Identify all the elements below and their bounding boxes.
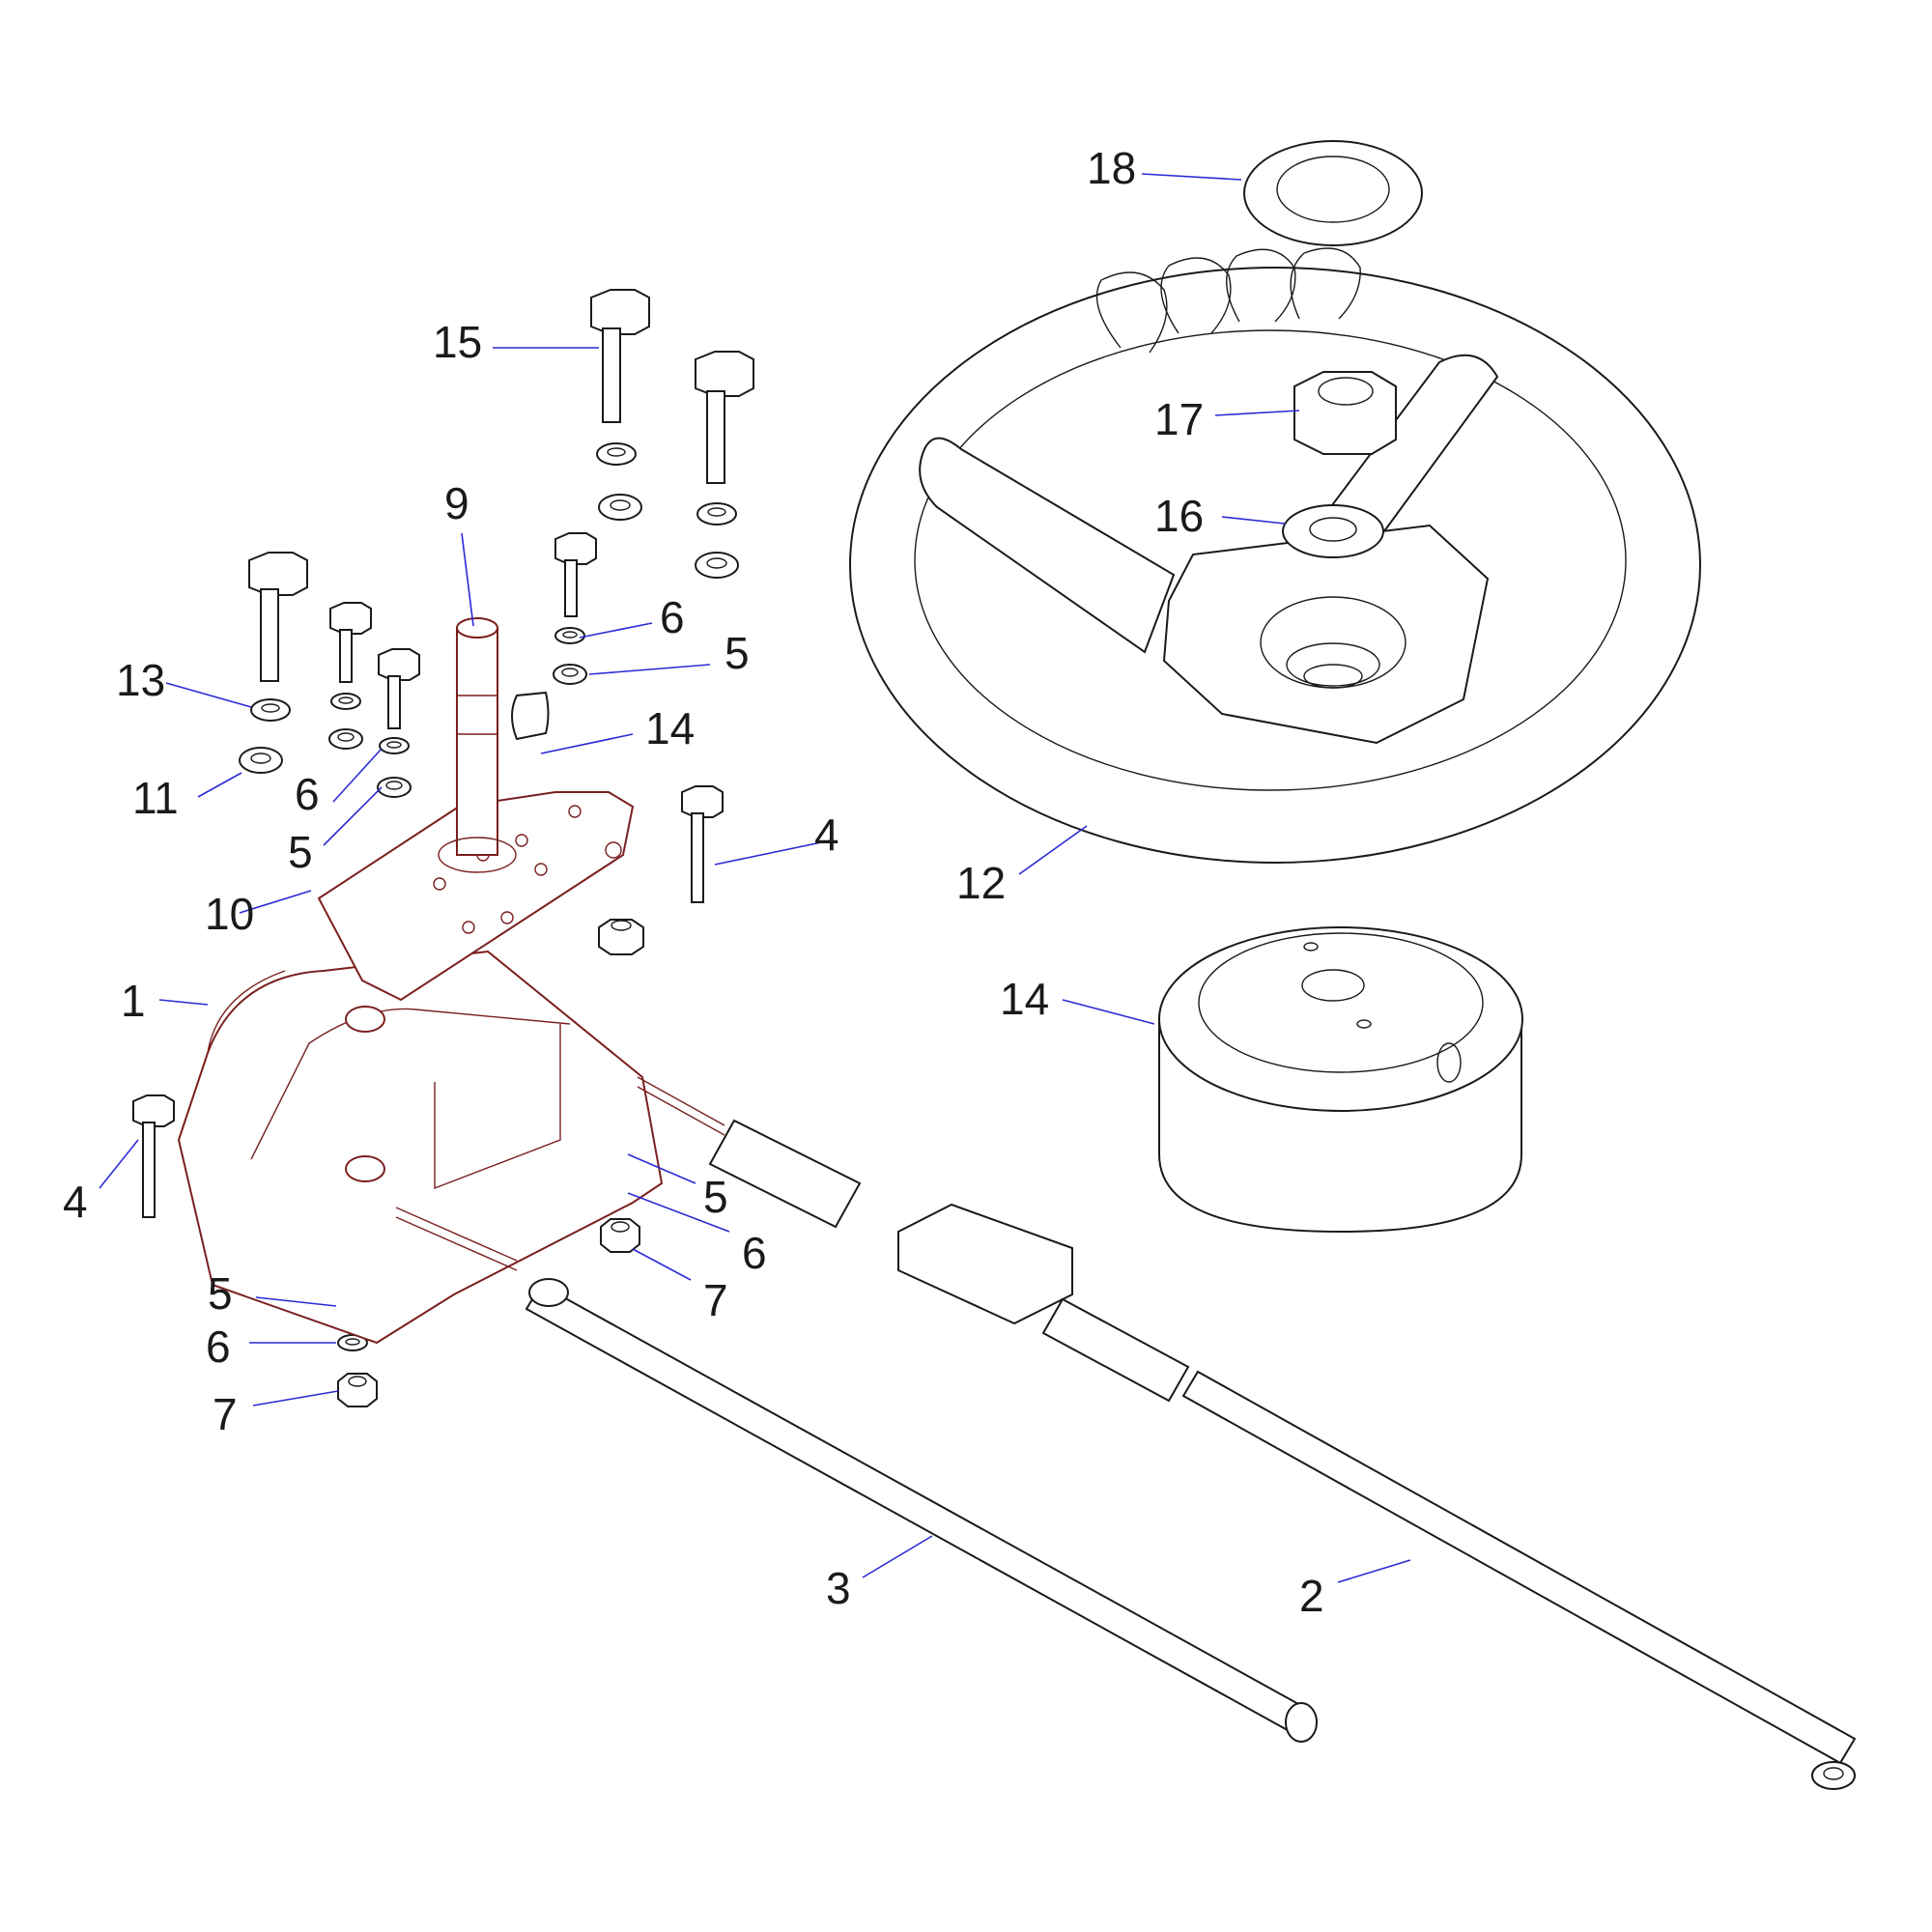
callout-2: 2 [1299, 1571, 1324, 1621]
shaft-key [511, 691, 550, 741]
callout-12: 15 [433, 317, 482, 367]
callout-6-top: 6 [660, 592, 685, 642]
callout-8: 10 [205, 889, 254, 939]
bolt-11 [248, 552, 308, 682]
leader-lines [99, 173, 1411, 1583]
callout-18: 18 [1087, 143, 1136, 193]
bolt-small-b [378, 648, 420, 729]
callout-5-mid: 5 [703, 1172, 728, 1222]
callout-11: 13 [116, 655, 165, 705]
callout-6-bottom: 6 [206, 1321, 231, 1372]
bolt-12b [695, 351, 754, 484]
bolt-small-a [329, 602, 372, 683]
callout-17: 17 [1154, 394, 1204, 444]
input-shaft [438, 617, 517, 873]
steering-cable [708, 1119, 1857, 1790]
callout-1: 1 [121, 976, 146, 1026]
callout-labels: 18 15 17 9 16 6 5 13 14 11 6 4 5 12 10 1… [63, 143, 1324, 1621]
hub-nut [1293, 371, 1397, 455]
callout-4-left: 4 [63, 1177, 88, 1227]
bolt-small-c [554, 532, 597, 617]
center-cap [1243, 140, 1423, 246]
callout-7-bottom: 7 [213, 1389, 238, 1439]
callout-6-mid: 6 [742, 1228, 767, 1278]
nuts [337, 919, 644, 1407]
push-rod [525, 1278, 1318, 1743]
callout-6-left: 6 [295, 769, 320, 819]
gearbox-housing [177, 950, 664, 1345]
callout-16: 16 [1154, 491, 1204, 541]
callout-4-right: 4 [814, 810, 839, 860]
mounting-bezel [1158, 926, 1523, 1234]
callout-5-bottom: 5 [208, 1268, 233, 1319]
worm-screws [395, 1076, 725, 1271]
callout-10: 11 [132, 773, 179, 823]
hub-washer [1282, 504, 1384, 558]
callout-14: 14 [1000, 974, 1049, 1024]
callout-5-top: 5 [724, 628, 750, 678]
callout-7-mid: 7 [703, 1275, 728, 1325]
callout-3: 3 [826, 1563, 851, 1613]
bolt-4-left [132, 1094, 175, 1218]
bolt-4-right [681, 785, 724, 903]
callout-13: 14 [645, 703, 695, 753]
callout-15: 12 [956, 858, 1006, 908]
steering-wheel [849, 247, 1701, 864]
callout-9: 9 [444, 478, 469, 528]
callout-5-left: 5 [288, 827, 313, 877]
bolt-12a [590, 289, 650, 423]
